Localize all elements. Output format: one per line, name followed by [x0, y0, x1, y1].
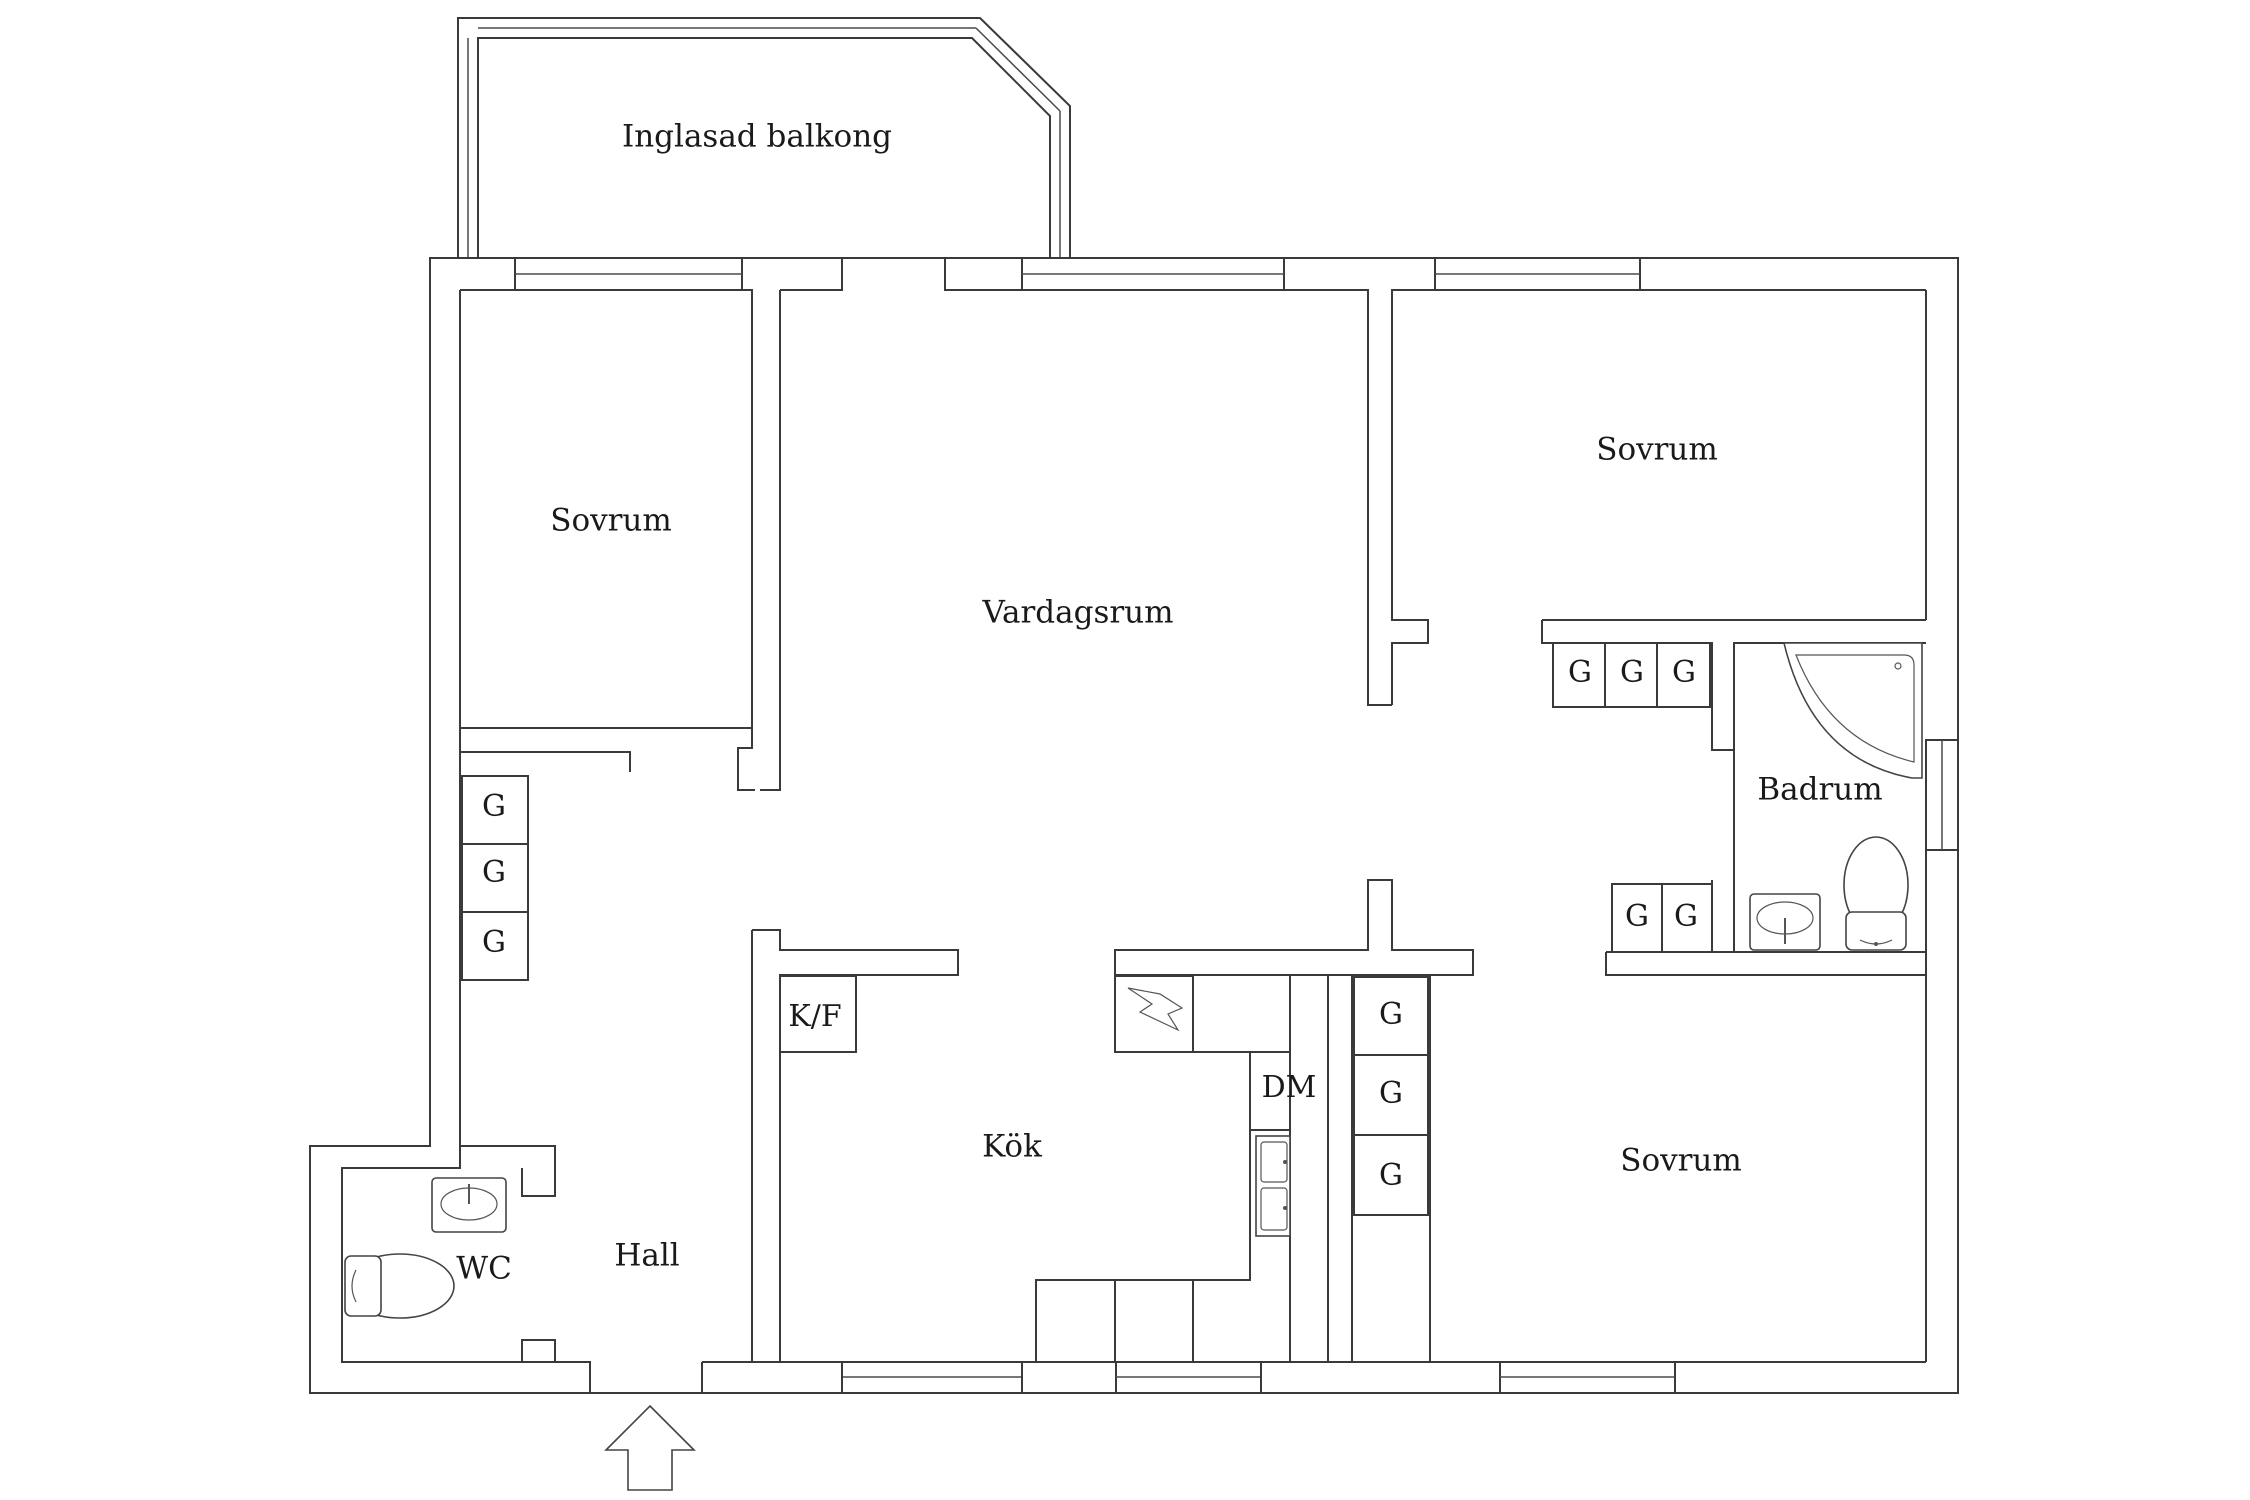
bath-wardrobes — [1611, 883, 1713, 953]
wc-washbasin-icon — [431, 1177, 507, 1233]
wardrobe-label: G — [1625, 899, 1649, 934]
room-label-bedroom-bottom-right: Sovrum — [1620, 1143, 1742, 1179]
sink-icon — [1255, 1135, 1291, 1237]
balcony-railing — [457, 17, 1071, 258]
wardrobe-label: G — [482, 925, 506, 960]
room-label-bedroom-top-right: Sovrum — [1596, 432, 1718, 468]
room-label-bedroom-left: Sovrum — [550, 503, 672, 539]
room-label-bathroom: Badrum — [1757, 772, 1882, 808]
wardrobe-label: G — [482, 789, 506, 824]
fridge-freezer-box — [779, 975, 857, 1053]
top-windows — [514, 257, 1641, 291]
interior-walls — [459, 258, 1927, 1393]
wardrobe-label: G — [1379, 1076, 1403, 1111]
room-label-hall: Hall — [614, 1238, 679, 1274]
dishwasher-label: DM — [1262, 1070, 1317, 1105]
wardrobe-label: G — [1620, 655, 1644, 690]
outer-walls — [309, 257, 1959, 1394]
hall-wardrobes — [461, 775, 529, 981]
wardrobe-label: G — [1672, 655, 1696, 690]
wardrobe-label: G — [1568, 655, 1592, 690]
wardrobe-label: G — [1379, 997, 1403, 1032]
wardrobe-label: G — [1674, 899, 1698, 934]
corner-bathtub-icon — [1782, 642, 1923, 779]
wardrobe-label: G — [1379, 1158, 1403, 1193]
kitchen-counter — [1193, 975, 1291, 1053]
wc-toilet-icon — [344, 1253, 455, 1319]
room-label-kitchen: Kök — [982, 1129, 1042, 1165]
room-label-wc: WC — [456, 1251, 512, 1287]
entrance-arrow-icon — [604, 1404, 696, 1491]
right-window — [1925, 739, 1959, 851]
washbasin-icon — [1749, 893, 1821, 951]
room-label-living: Vardagsrum — [981, 595, 1173, 631]
bottom-windows — [841, 1361, 1676, 1394]
toilet-icon — [1843, 836, 1909, 951]
room-label-balcony: Inglasad balkong — [622, 119, 892, 155]
fridge-freezer-label: K/F — [788, 999, 841, 1034]
bedroom-wardrobes — [1353, 976, 1429, 1216]
stove-icon — [1114, 975, 1194, 1053]
kitchen-column — [1289, 974, 1329, 1363]
top-wardrobes — [1552, 642, 1711, 708]
wardrobe-label: G — [482, 855, 506, 890]
